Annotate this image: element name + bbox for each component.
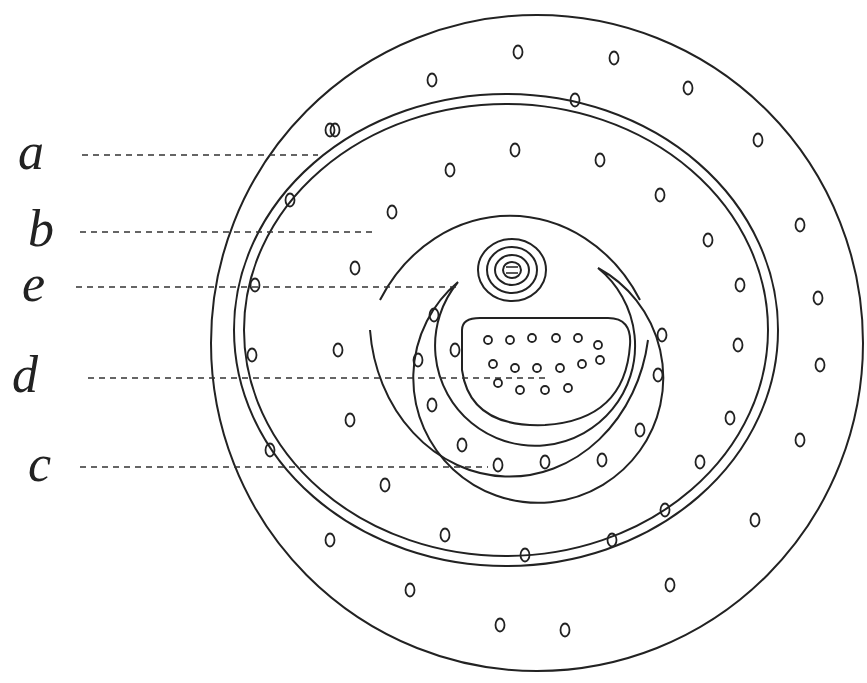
leader-lines [76,155,545,467]
cell-dot [596,154,605,167]
spiral [487,247,537,293]
cell-dot [574,334,582,342]
cell-dot [816,359,825,372]
cell-dot [726,412,735,425]
cell-dot [661,504,670,517]
cell-dot [286,194,295,207]
cell-dot [441,529,450,542]
cell-dot [248,349,257,362]
cell-dot [521,549,530,562]
cell-dot [511,364,519,372]
cell-dot [552,334,560,342]
cell-dot [406,584,415,597]
cell-dot [484,336,492,344]
cell-dot [326,534,335,547]
kidney [462,318,630,425]
cell-dot [636,424,645,437]
spiral [478,239,546,301]
cell-dot [326,124,335,137]
cell-dot [541,386,549,394]
crescent [413,268,663,503]
cell-dot [506,336,514,344]
spiral [495,255,529,285]
cell-dot [796,219,805,232]
cell-dots [248,46,825,637]
leader-line [80,466,488,468]
cell-dot [494,459,503,472]
cell-dot [596,356,604,364]
cell-dot [608,534,617,547]
cell-dot [496,619,505,632]
spiral [503,262,521,278]
cell-dot [516,386,524,394]
cell-dot [598,454,607,467]
ring-outer [234,94,778,566]
leader-line [80,231,372,233]
cell-dot [451,344,460,357]
cell-dot [541,456,550,469]
leader-line [88,377,545,379]
cell-dot [428,399,437,412]
cell-dot [796,434,805,447]
cell-dot [734,339,743,352]
cell-dot [564,384,572,392]
cell-dot [489,360,497,368]
cell-dot [494,379,502,387]
cell-dot [658,329,667,342]
part-letter: e [22,258,45,310]
leader-line [82,154,318,156]
cell-dot [266,444,275,457]
cell-dot [334,344,343,357]
cell-dot [571,94,580,107]
cell-dot [528,334,536,342]
cell-dot [754,134,763,147]
cell-dot [446,164,455,177]
ring-inner [244,104,768,556]
cell-dot [654,369,663,382]
spiral-core [506,267,518,273]
cell-dot [684,82,693,95]
cell-dot [514,46,523,59]
cell-dot [533,364,541,372]
cell-dot [696,456,705,469]
outer-layer [211,15,863,671]
cell-dot [346,414,355,427]
cell-dot [610,52,619,65]
cell-dot [428,74,437,87]
part-letter: b [28,203,54,255]
cell-dot [251,279,260,292]
cell-dot [656,189,665,202]
cell-dot [458,439,467,452]
cell-dot [578,360,586,368]
cell-dot [666,579,675,592]
cell-dot [430,309,439,322]
leader-line [76,286,458,288]
cell-dot [388,206,397,219]
cell-dot [414,354,423,367]
part-letter: d [12,349,38,401]
cell-dot [814,292,823,305]
cell-dot [511,144,520,157]
cell-dot [594,341,602,349]
cell-dot [736,279,745,292]
cell-dot [561,624,570,637]
cell-dot [556,364,564,372]
part-letter: a [18,126,44,178]
part-letter: c [28,438,51,490]
cell-dot [751,514,760,527]
cell-dot [351,262,360,275]
cell-dot [704,234,713,247]
cell-dot [381,479,390,492]
